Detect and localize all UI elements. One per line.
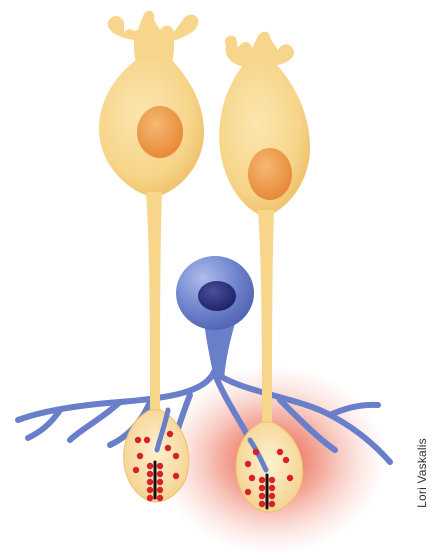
illustrator-credit: Lori Vaskalis: [415, 438, 429, 508]
bipolar-cell: [176, 256, 254, 378]
nucleus-left: [137, 106, 183, 158]
nucleus-right: [248, 148, 292, 200]
bipolar-nucleus: [198, 281, 236, 311]
